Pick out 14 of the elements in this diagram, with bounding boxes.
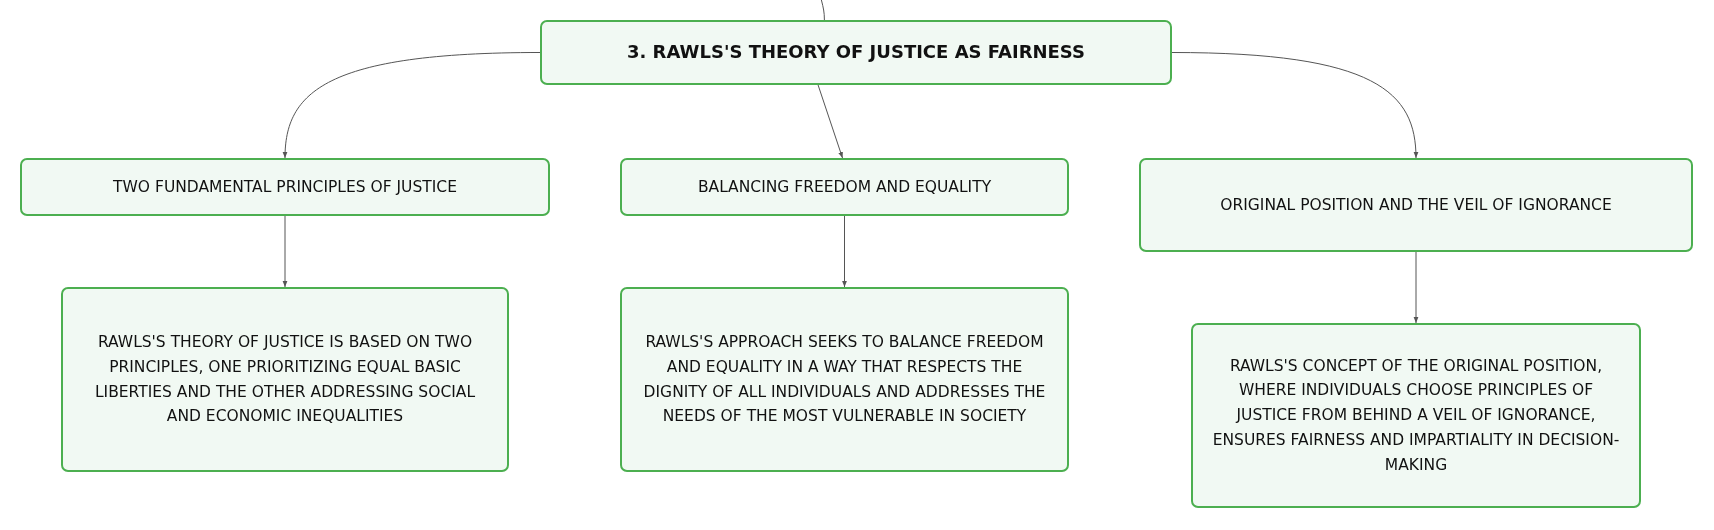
arrow (282, 215, 288, 288)
topic-box: TWO FUNDAMENTAL PRINCIPLES OF JUSTICE (20, 158, 550, 216)
arrow (1171, 52, 1419, 159)
description-box: RAWLS'S CONCEPT OF THE ORIGINAL POSITION, WHERE INDIVIDUALS CHOOSE PRINCIPLES OF JUSTICE FROM BEHIND A VEIL OF IGNORANCE, ENSURES FAIRNESS AND IMPARTIALITY IN DECISION-MAKING (1191, 323, 1641, 508)
arrow (817, 84, 843, 159)
arrow (282, 52, 541, 159)
arrow (1413, 251, 1419, 324)
topic-box: ORIGINAL POSITION AND THE VEIL OF IGNORANCE (1139, 158, 1693, 252)
connector-line (820, 0, 825, 21)
description-box: RAWLS'S THEORY OF JUSTICE IS BASED ON TWO PRINCIPLES, ONE PRIORITIZING EQUAL BASIC LIBERTIES AND THE OTHER ADDRESSING SOCIAL AND ECONOMIC INEQUALITIES (61, 287, 509, 472)
topic-box: BALANCING FREEDOM AND EQUALITY (620, 158, 1069, 216)
title-box: 3. RAWLS'S THEORY OF JUSTICE AS FAIRNESS (540, 20, 1172, 85)
description-box: RAWLS'S APPROACH SEEKS TO BALANCE FREEDOM AND EQUALITY IN A WAY THAT RESPECTS THE DIGNITY OF ALL INDIVIDUALS AND ADDRESSES THE NEEDS OF THE MOST VULNERABLE IN SOCIETY (620, 287, 1069, 472)
arrow (842, 215, 847, 288)
